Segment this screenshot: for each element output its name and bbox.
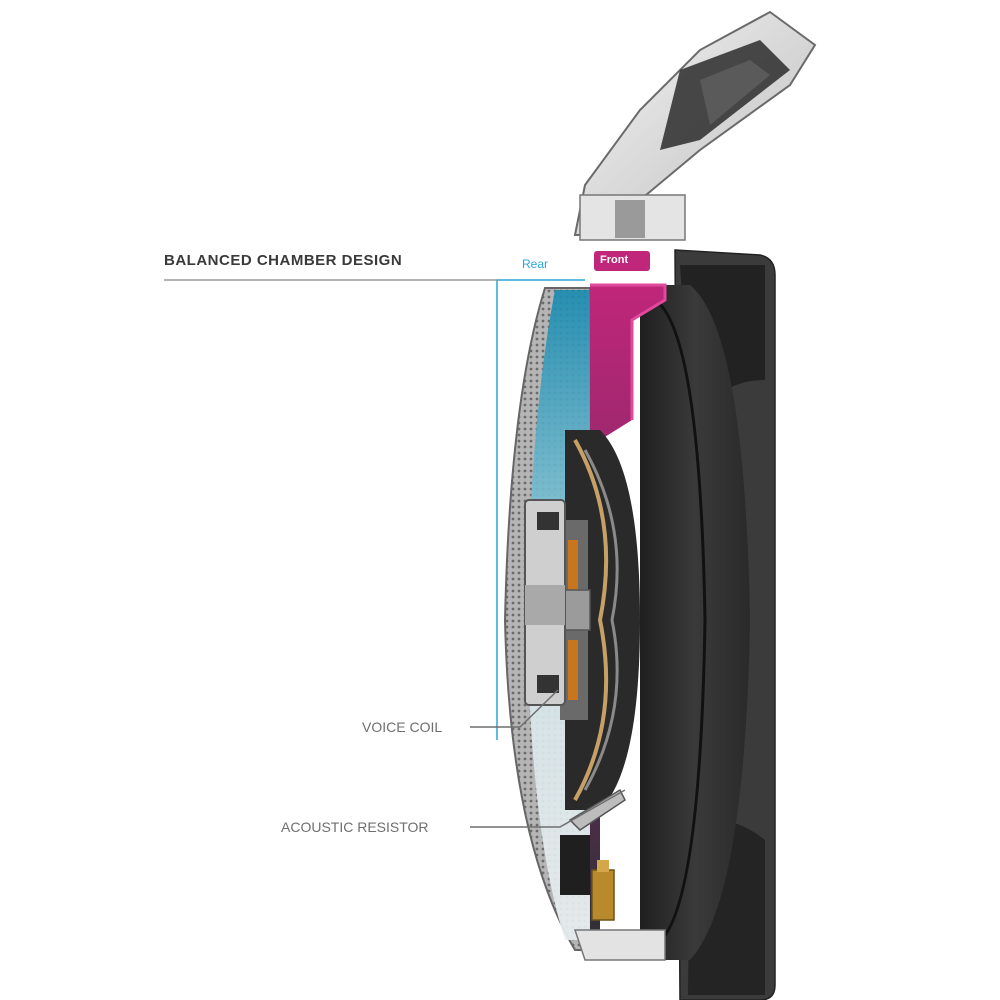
voice-coil-callout: VOICE COIL: [362, 719, 443, 735]
cable-connector: [573, 860, 666, 961]
acoustic-resistor: [560, 788, 626, 895]
driver-assembly: [544, 430, 640, 810]
rear-bracket: [496, 279, 585, 740]
inner-baffle: [640, 285, 750, 960]
front-label-badge: [594, 251, 650, 271]
acoustic-resistor-callout: ACOUSTIC RESISTOR: [281, 819, 429, 835]
acoustic-resistor-leader-line: [470, 789, 626, 828]
voice-coil-leader-line: [470, 689, 559, 728]
diagram-title: BALANCED CHAMBER DESIGN: [164, 252, 403, 269]
front-chamber-label: Front: [600, 254, 629, 266]
rear-chamber-label: Rear: [522, 257, 549, 271]
magnet-frame: [524, 499, 566, 706]
headband-hinge: [573, 10, 817, 241]
